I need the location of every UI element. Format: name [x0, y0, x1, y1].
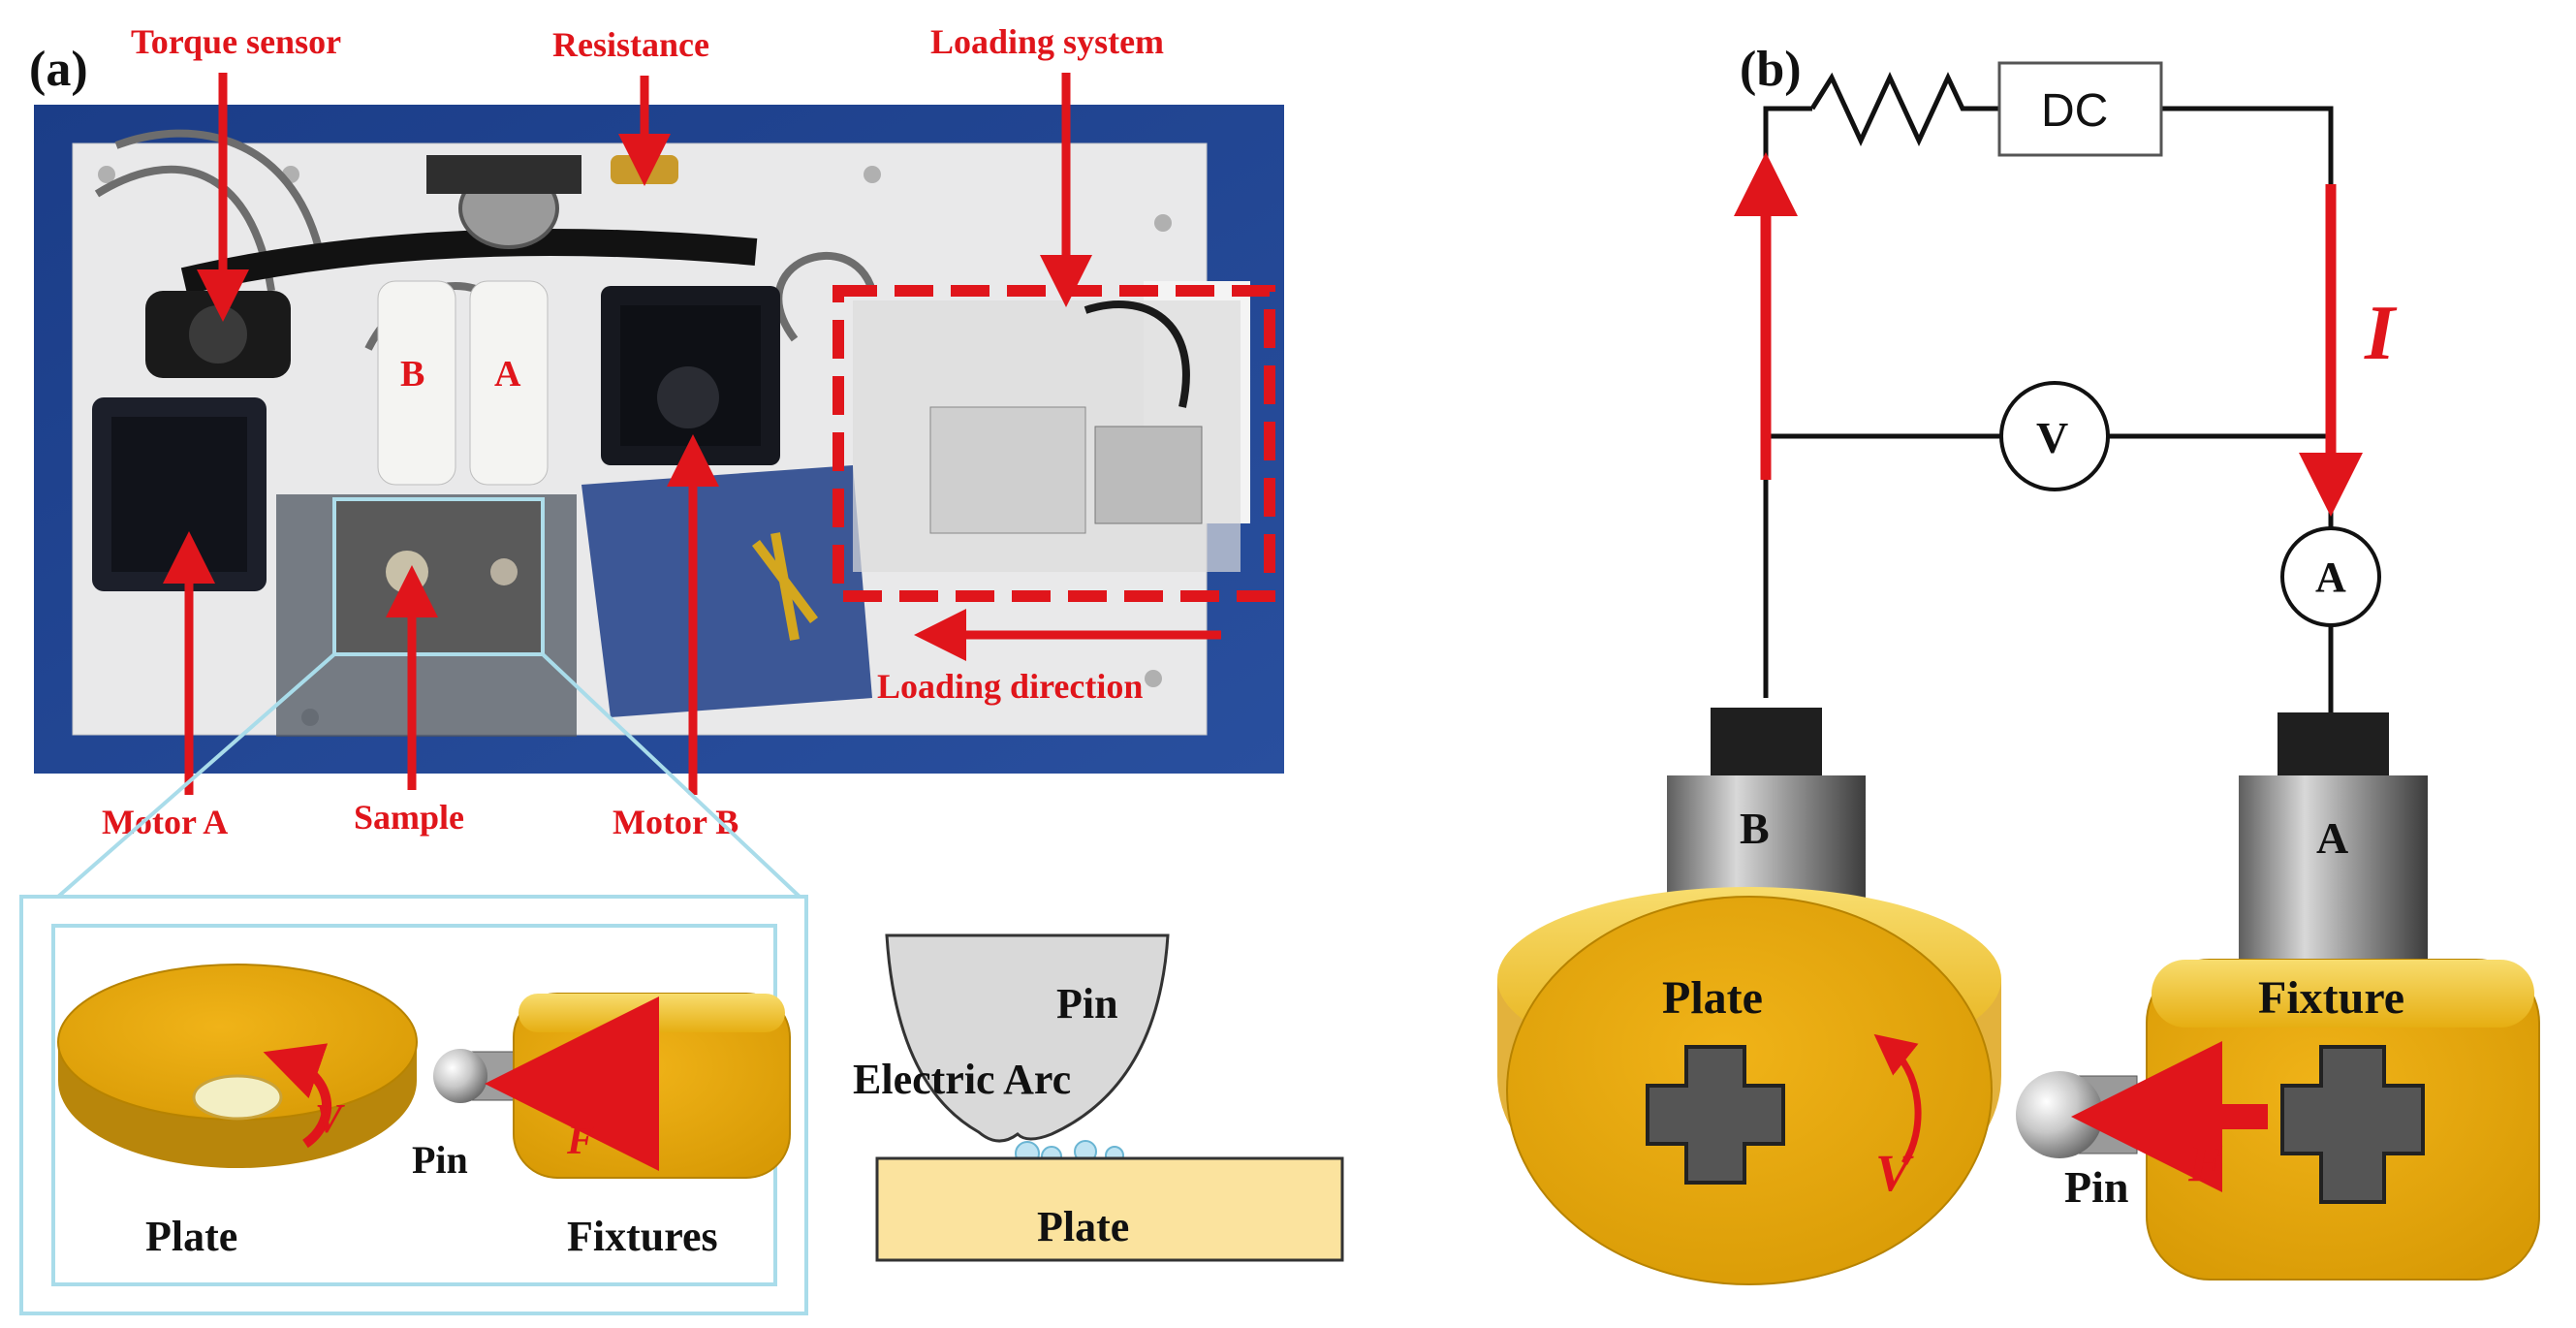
pin-b — [2016, 1071, 2138, 1158]
current-label: I — [2364, 291, 2398, 376]
label-loading-system: Loading system — [930, 22, 1164, 61]
dc-label: DC — [2041, 85, 2108, 137]
label-sample: Sample — [354, 798, 464, 837]
contact-plate-label: Plate — [1037, 1203, 1129, 1250]
ammeter-label: A — [2315, 553, 2346, 601]
label-resistance: Resistance — [552, 25, 709, 64]
inset-pin-label: Pin — [412, 1138, 468, 1182]
loading-system-box — [832, 285, 1275, 602]
fixture-b: Fixture F — [2071, 959, 2540, 1281]
photo-spindle-b: B — [400, 354, 424, 395]
inset-zoom: V Pin F Plate Fixtures — [19, 895, 808, 1315]
zoom-line-right — [541, 652, 801, 899]
inset-plate-label: Plate — [145, 1213, 237, 1260]
inset-v-label: V — [315, 1097, 345, 1142]
spindle-a-label: A — [2316, 813, 2348, 863]
label-motor-a: Motor A — [102, 803, 228, 841]
inset-fixture: F — [485, 993, 791, 1179]
plate-b-label: Plate — [1662, 972, 1763, 1024]
label-torque-sensor: Torque sensor — [131, 22, 341, 61]
fixture-b-f-label: F — [2187, 1134, 2223, 1192]
ammeter: A — [2280, 526, 2381, 627]
panel-b: (b) DC V A I B — [1497, 42, 2540, 1285]
contact-arc-label: Electric Arc — [853, 1056, 1071, 1103]
contact-schematic: Pin Electric Arc Plate — [853, 933, 1344, 1262]
inset-pin — [433, 1049, 515, 1103]
voltmeter-label: V — [2036, 413, 2068, 462]
inset-f-label: F — [566, 1119, 594, 1163]
photo-spindle-a: A — [494, 354, 521, 395]
zoom-line-left — [56, 652, 336, 899]
plate-b-v-label: V — [1875, 1144, 1914, 1202]
fixture-b-label: Fixture — [2258, 972, 2404, 1024]
resistor — [1809, 72, 1999, 146]
inset-plate: V — [57, 964, 418, 1168]
voltmeter: V — [1999, 381, 2110, 491]
plate-b: Plate V — [1497, 887, 2001, 1285]
panel-a: (a) — [19, 22, 1344, 1315]
dc-source: DC — [1997, 61, 2163, 157]
spindle-b: B — [1667, 708, 1866, 906]
panel-b-letter: (b) — [1740, 42, 1802, 97]
spindle-a: A — [2239, 712, 2428, 960]
label-loading-direction: Loading direction — [877, 667, 1143, 706]
inset-fixtures-label: Fixtures — [567, 1213, 718, 1260]
panel-a-letter: (a) — [29, 42, 88, 97]
pin-b-label: Pin — [2064, 1162, 2128, 1212]
spindle-b-label: B — [1740, 804, 1770, 853]
contact-pin-label: Pin — [1056, 980, 1118, 1028]
apparatus-photo: B A — [34, 105, 1284, 774]
